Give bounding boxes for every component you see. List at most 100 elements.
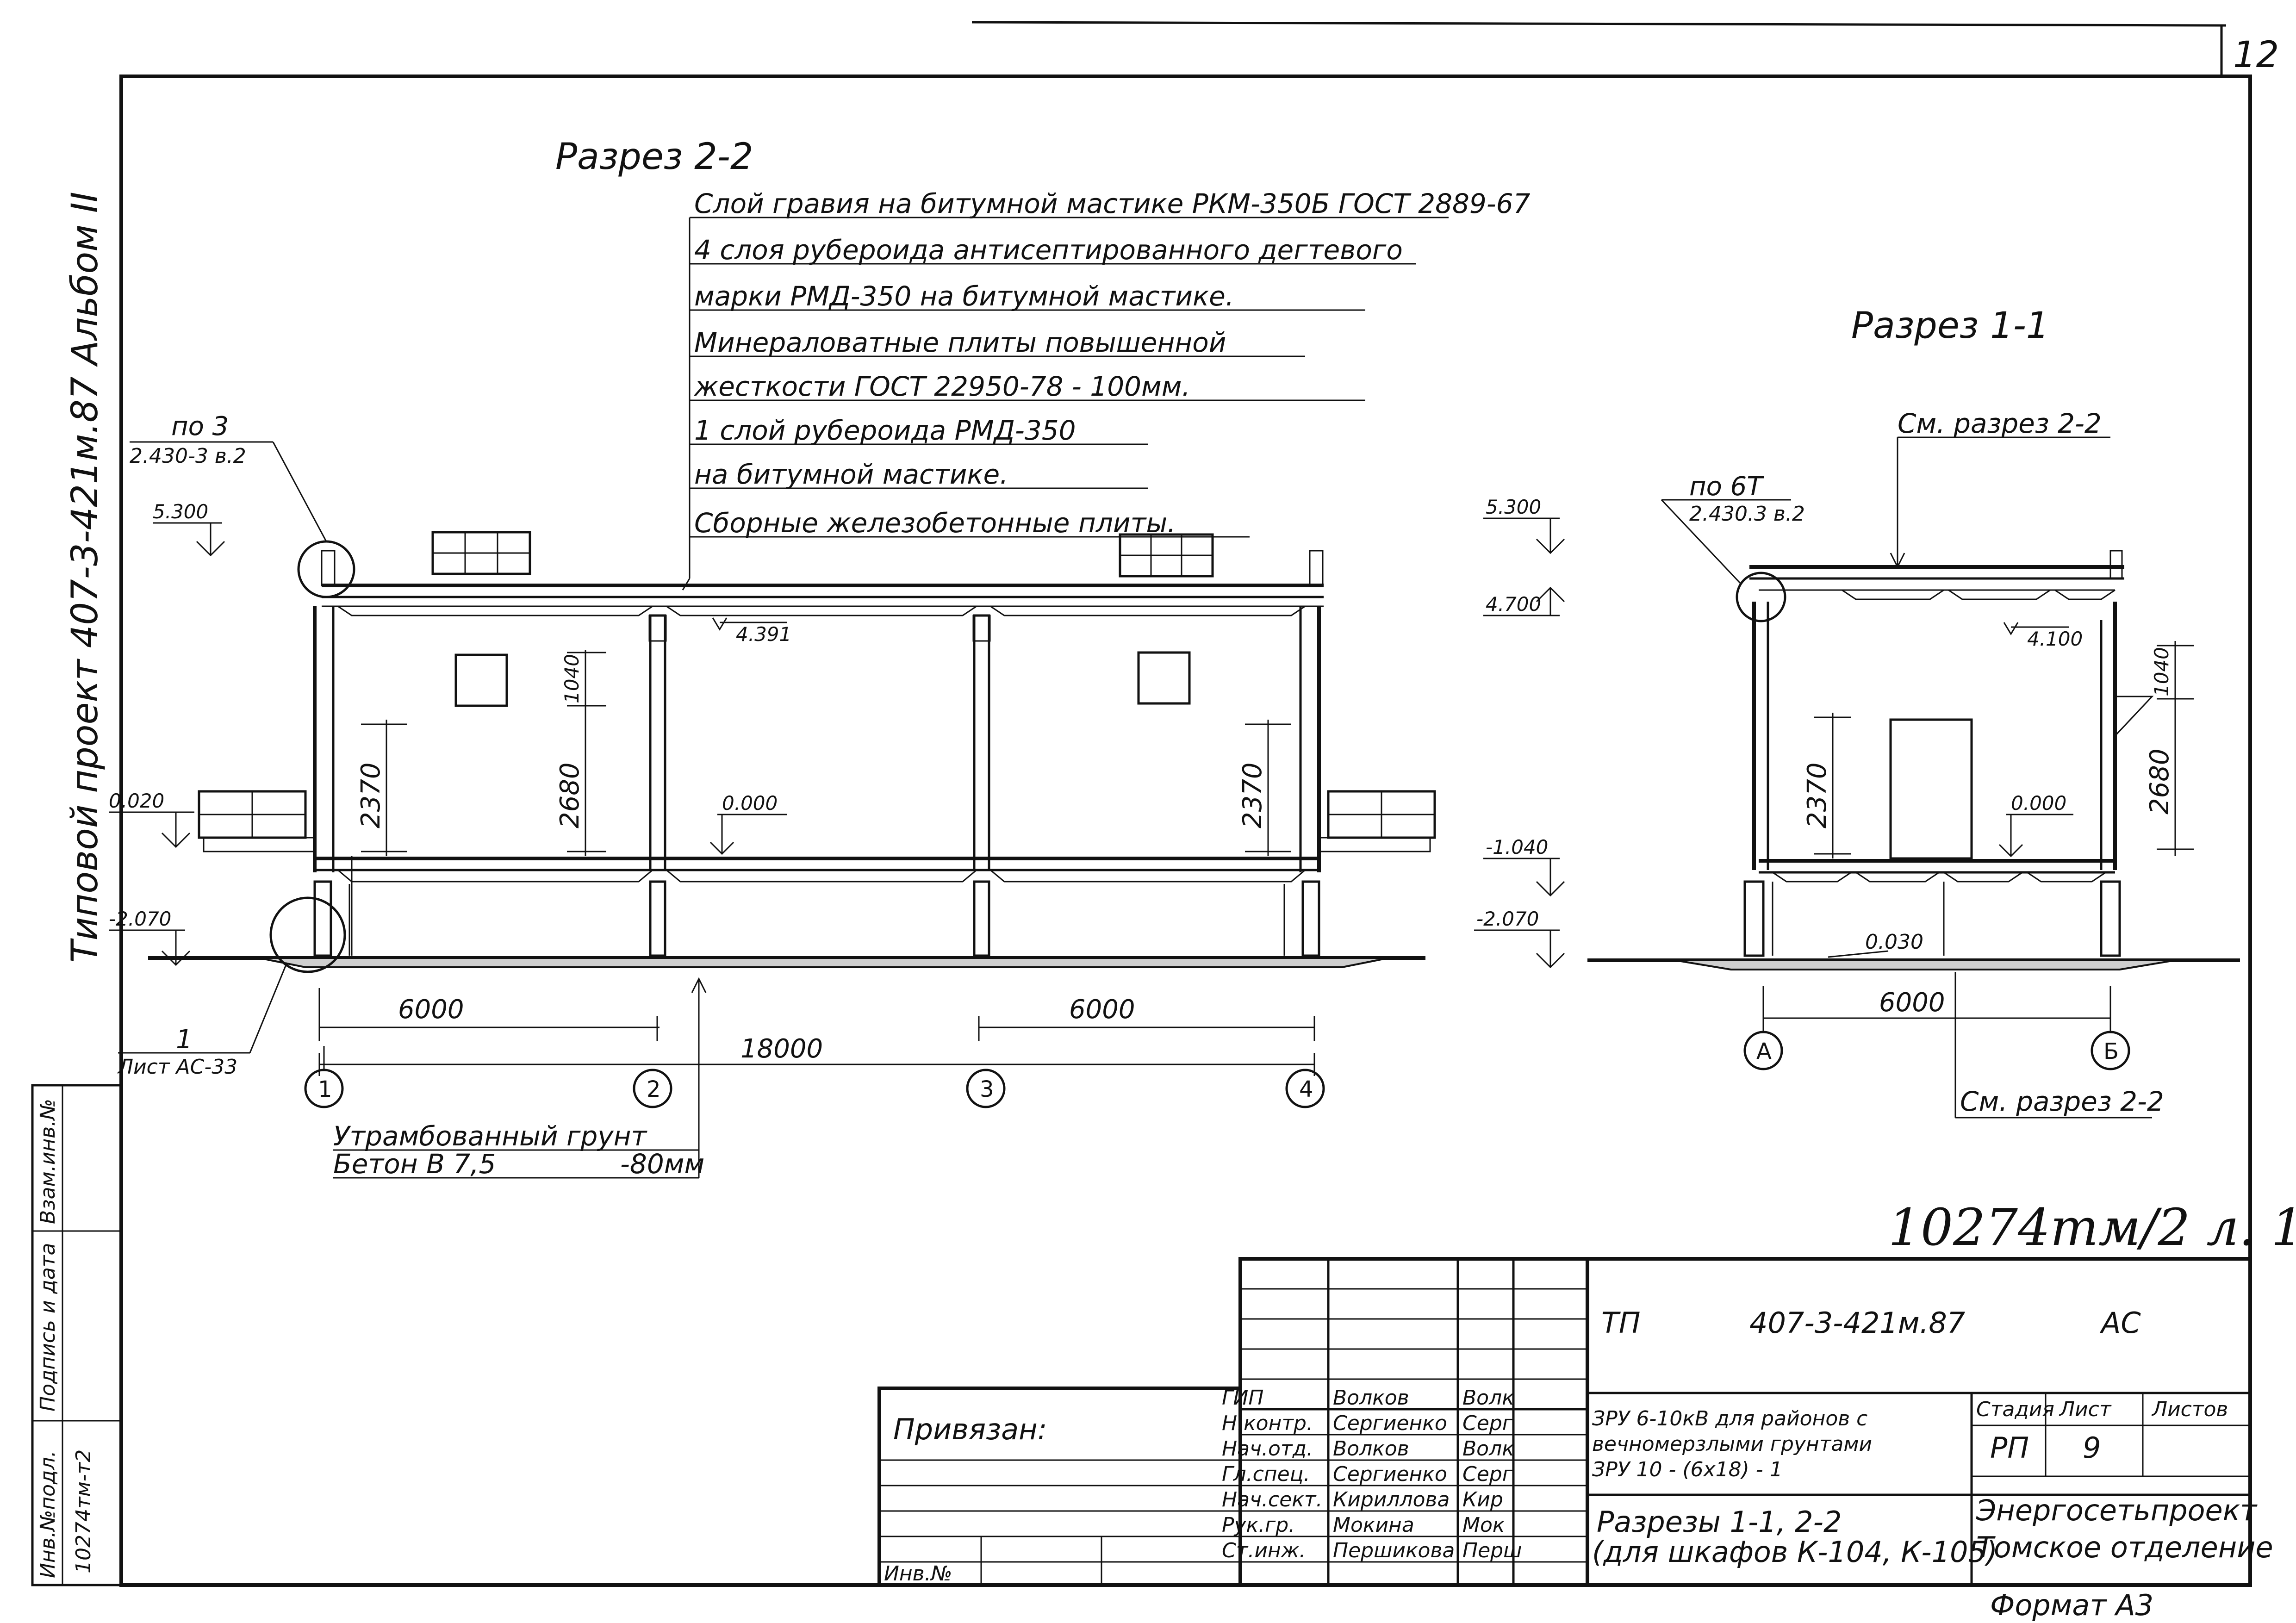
ref-bottom-1-1: См. разрез 2-2 xyxy=(1954,972,2164,1119)
role-gip: ГИП xyxy=(1222,1386,1264,1410)
level-ceiling-value: 4.391 xyxy=(736,623,791,646)
description-line-1: ЗРУ 6-10кВ для районов с xyxy=(1592,1407,1867,1430)
dim-window-height-1-1: 1040 xyxy=(2150,647,2173,696)
dim-span-1-1: 6000 xyxy=(1879,988,1945,1018)
name-rukgr: Мокина xyxy=(1333,1513,1414,1537)
left-strip-header-replace: Взам.инв.№ xyxy=(36,1099,60,1224)
level-platform-value: 0.020 xyxy=(109,790,164,812)
level-eave-1-1: 4.700 xyxy=(1483,586,1565,616)
people-rows: ГИП Волков Н.контр. Сергиенко Серг Нач.о… xyxy=(1222,1386,1522,1562)
level-ground-value: -2.070 xyxy=(109,908,171,930)
sheet-ref-2-2: 1 Лист АС-33 xyxy=(117,962,288,1079)
drawing-title-line-2: (для шкафов К-104, К-105) xyxy=(1592,1535,1997,1569)
tp-label: ТП xyxy=(1601,1306,1641,1340)
axis-2: 2 xyxy=(647,1076,661,1102)
axis-3: 3 xyxy=(980,1076,994,1102)
dim-door-height: 2370 xyxy=(1802,762,1832,828)
dims-horizontal-1-1: 6000 xyxy=(1762,986,2111,1032)
stage-value: РП xyxy=(1990,1431,2029,1465)
level-roof-1-1-value: 5.300 xyxy=(1486,496,1541,518)
level-platform-2-2: 0.020 xyxy=(109,790,194,848)
sheet-number: 12 xyxy=(2233,34,2279,76)
level-floor-2-2: 0.000 xyxy=(709,792,787,855)
inv-no-label: Инв.№ xyxy=(884,1562,952,1586)
axis-1: 1 xyxy=(318,1076,332,1102)
node-ref-bottom: 2.430-3 в.2 xyxy=(130,444,246,468)
roof-layer-5: жесткости ГОСТ 22950-78 - 100мм. xyxy=(693,371,1190,402)
level-roof-1-1: 5.300 xyxy=(1483,496,1565,554)
dim-height-left: 2370 xyxy=(356,762,386,828)
section-1-1: Разрез 1-1 См. разрез 2-2 по 6Т 2.430.3 … xyxy=(1474,305,2240,1119)
role-glspec: Гл.спец. xyxy=(1222,1462,1310,1486)
sheet-header: Лист xyxy=(2059,1398,2112,1421)
description-line-3: ЗРУ 10 - (6х18) - 1 xyxy=(1592,1458,1783,1481)
sign-rukgr: Мок xyxy=(1462,1513,1505,1537)
dim-height-1-1: 2680 xyxy=(2145,748,2175,815)
roof-layer-2: 4 слоя рубероида антисептированного дегт… xyxy=(694,234,1403,266)
axis-a: А xyxy=(1756,1038,1772,1064)
ref-top-text: См. разрез 2-2 xyxy=(1898,408,2102,439)
sign-glspec: Серг xyxy=(1462,1462,1513,1486)
dim-height-mid: 2680 xyxy=(555,762,585,828)
level-ground-2-2: -2.070 xyxy=(109,908,191,966)
axes-2-2: 1 2 3 4 xyxy=(304,1046,1325,1108)
level-floor-1-1: 0.000 xyxy=(1998,792,2073,858)
stage-header: Стадия xyxy=(1976,1398,2054,1421)
section-2-2-title: Разрез 2-2 xyxy=(555,136,753,178)
node-ref-top: по 3 xyxy=(171,411,229,442)
sheet-value: 9 xyxy=(2083,1431,2101,1465)
roof-layer-1: Слой гравия на битумной мастике РКМ-350Б… xyxy=(694,188,1531,219)
ground-note-line2: Бетон В 7,5 xyxy=(333,1148,496,1180)
left-strip-header-sign: Подпись и дата xyxy=(36,1243,60,1412)
axis-b: Б xyxy=(2103,1038,2119,1064)
axes-1-1: А Б xyxy=(1743,1031,2130,1070)
roof-layer-3: марки РМД-350 на битумной мастике. xyxy=(694,280,1234,312)
ref-top-1-1: См. разрез 2-2 xyxy=(1890,408,2110,569)
node-ref-1-1-top: по 6Т xyxy=(1689,472,1764,502)
level-floor-value: 0.000 xyxy=(722,792,778,815)
role-nachotd: Нач.отд. xyxy=(1222,1437,1313,1461)
ref-bottom-text: См. разрез 2-2 xyxy=(1960,1086,2164,1117)
left-strip-inv-value: 10274тм-т2 xyxy=(72,1449,95,1573)
dims-vertical-1-1: 2370 1040 2680 xyxy=(1802,641,2194,858)
sheet-ref-top: 1 xyxy=(176,1025,193,1055)
roof-layers-note: Слой гравия на битумной мастике РКМ-350Б… xyxy=(682,188,1531,591)
level-platform-1-1: -1.040 xyxy=(1483,836,1565,897)
format-label: Формат А3 xyxy=(1990,1588,2153,1622)
drawing-title-line-1: Разрезы 1-1, 2-2 xyxy=(1597,1505,1842,1539)
ground-note: Утрамбованный грунт Бетон В 7,5 -80мм xyxy=(333,977,707,1180)
archive-note: 10274тм/2 л. 12/80 xyxy=(1888,1198,2296,1257)
role-rukgr: Рук.гр. xyxy=(1222,1513,1295,1537)
building-1-1: 0.030 xyxy=(1587,550,2240,970)
level-platform-1-1-value: -1.040 xyxy=(1486,836,1548,858)
sheets-header: Листов xyxy=(2151,1398,2228,1421)
title-block: Привязан: Инв.№ ТП 407-3-421м.87 АС ЗРУ … xyxy=(877,1257,2273,1587)
name-nachotd: Волков xyxy=(1333,1437,1409,1461)
left-strip-header-inv: Инв.№подл. xyxy=(36,1450,60,1578)
sign-nachotd: Волк xyxy=(1462,1437,1514,1461)
name-nkontr: Сергиенко xyxy=(1333,1412,1447,1435)
org-line-1: Энергосетьпроект xyxy=(1976,1493,2258,1527)
name-glspec: Сергиенко xyxy=(1333,1462,1447,1486)
role-nachsekt: Нач.сект. xyxy=(1222,1488,1323,1511)
roof-layer-6: 1 слой рубероида РМД-350 xyxy=(694,415,1076,446)
dim-bay-right: 6000 xyxy=(1069,995,1135,1025)
level-eave-value: 4.700 xyxy=(1486,593,1541,616)
dim-bay-left: 6000 xyxy=(398,995,464,1025)
level-roof-2-2: 5.300 xyxy=(153,500,225,557)
roof-layer-7: на битумной мастике. xyxy=(694,459,1008,490)
org-line-2: Томское отделение xyxy=(1976,1530,2273,1564)
axis-4: 4 xyxy=(1299,1076,1313,1102)
level-floor-1-1-value: 0.000 xyxy=(2011,792,2066,815)
dim-window-height: 1040 xyxy=(560,654,583,703)
ground-note-line1: Утрамбованный грунт xyxy=(333,1120,648,1152)
project-code: 407-3-421м.87 xyxy=(1749,1306,1965,1340)
ground-note-value: -80мм xyxy=(620,1148,704,1180)
name-gip-visible: Волков xyxy=(1333,1386,1409,1410)
role-nkontr: Н.контр. xyxy=(1222,1412,1313,1435)
dim-height-right: 2370 xyxy=(1238,762,1268,828)
section-code: АС xyxy=(2099,1306,2141,1340)
level-ground-1-1-value: -2.070 xyxy=(1476,908,1539,930)
dims-vertical-2-2: 2370 1040 2680 2370 xyxy=(356,650,1291,856)
